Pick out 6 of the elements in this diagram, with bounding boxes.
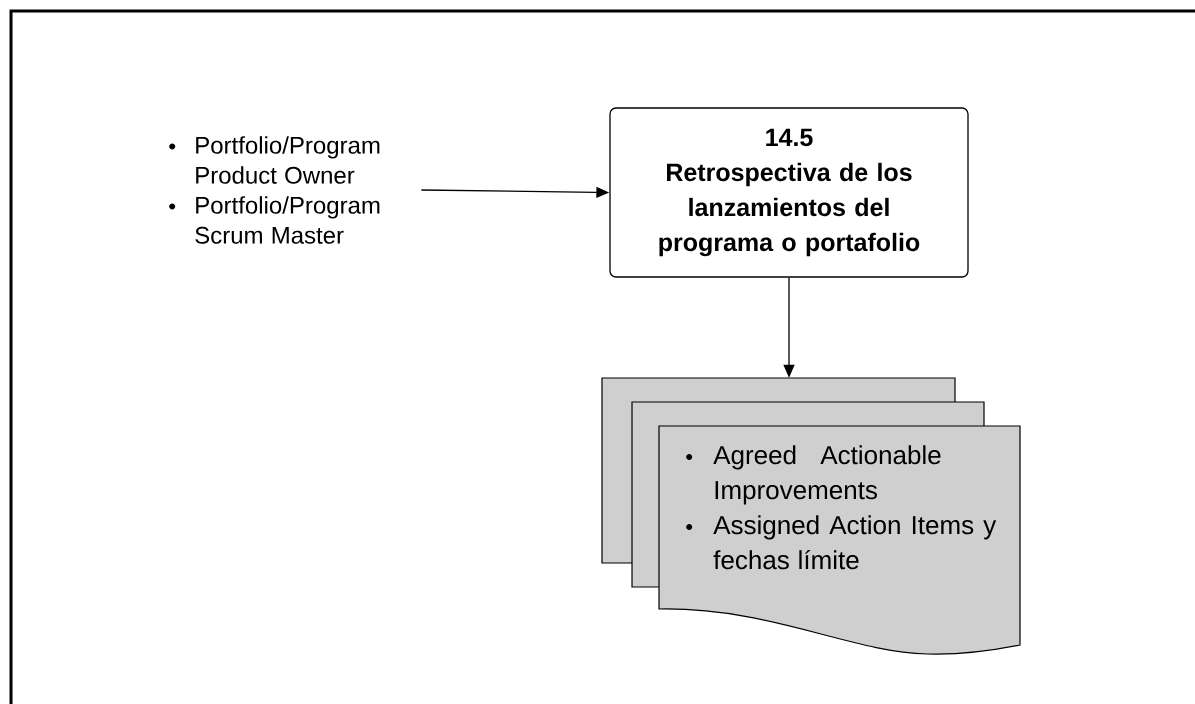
document-stack <box>601 377 1021 655</box>
list-item: Agreed Actionable Improvements <box>686 445 941 505</box>
list-item: Portfolio/Program Scrum Master <box>169 196 380 244</box>
process-box: 14.5 Retrospectiva de los lanzamientos del programa o portafolio <box>609 107 969 278</box>
list-item: Portfolio/Program Product Owner <box>169 136 380 184</box>
list-item: Assigned Action Items y fechas límite <box>686 515 997 570</box>
